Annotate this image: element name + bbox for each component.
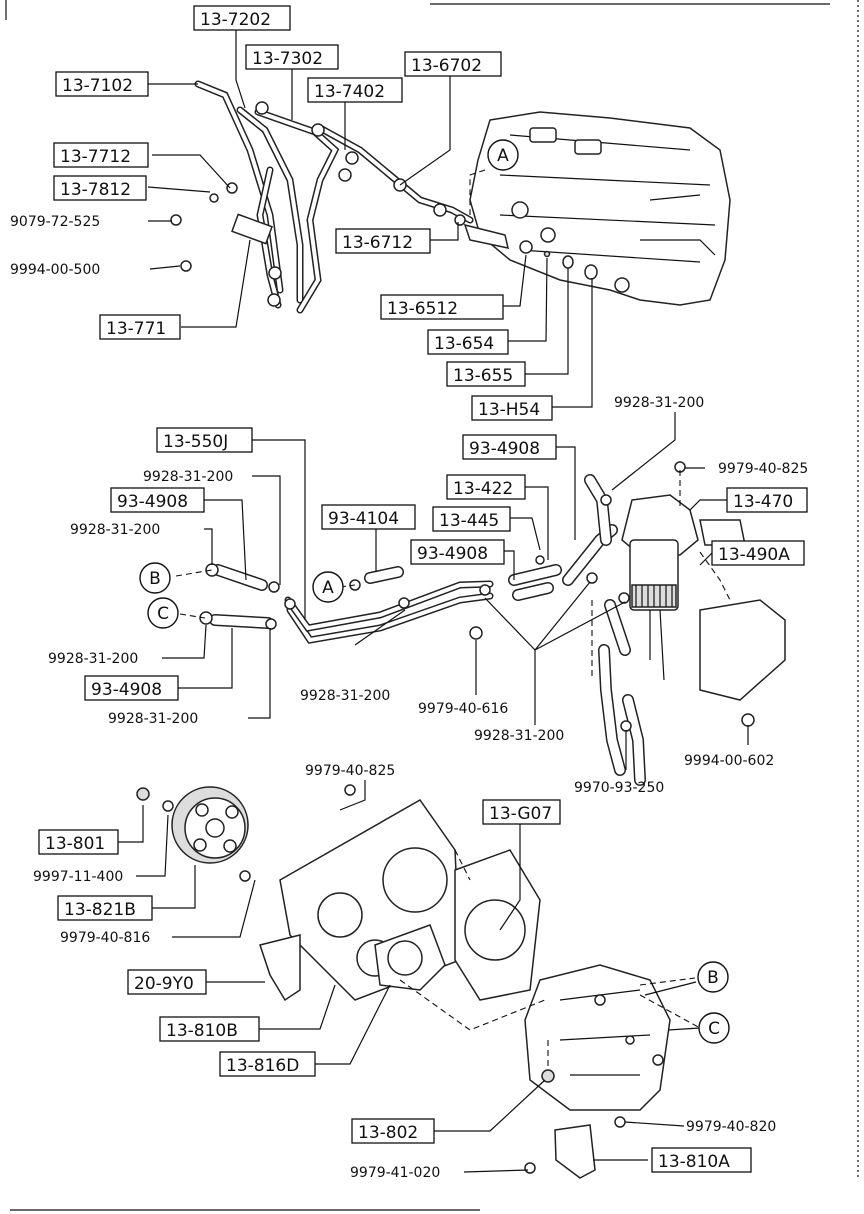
callout-label: 9979-40-825: [718, 461, 808, 477]
callout-label: 9994-00-602: [684, 753, 774, 769]
callout-label: 9994-00-500: [10, 262, 100, 278]
fuel-hoses: [199, 474, 646, 786]
callout-label: 9928-31-200: [70, 522, 160, 538]
callout-label: 93-4104: [328, 509, 399, 529]
callout-label: 13-470: [733, 492, 793, 512]
callout-label: 93-4908: [117, 492, 188, 512]
callout-label: 13-445: [439, 511, 499, 531]
callout-label: 13-810B: [166, 1021, 238, 1041]
callout-label: 13-816D: [226, 1056, 299, 1076]
callout-label: 9979-40-825: [305, 763, 395, 779]
callout-label: 9928-31-200: [300, 688, 390, 704]
callout-label: 13-771: [106, 319, 166, 339]
callout-label: 20-9Y0: [134, 974, 194, 994]
callout-label: 13-7202: [200, 10, 271, 30]
callout-label: 9979-40-816: [60, 930, 150, 946]
reference-markers: A B C A B C: [139, 139, 730, 1044]
ref-marker: B: [149, 569, 161, 589]
callout-label: 13-6712: [342, 233, 413, 253]
callout-label: 13-6512: [387, 299, 458, 319]
timing-gear-assembly: [136, 786, 249, 864]
callout-label: 13-7302: [252, 49, 323, 69]
callout-label: 13-7102: [62, 76, 133, 96]
callout-label: 13-802: [358, 1123, 418, 1143]
callout-label: 9928-31-200: [474, 728, 564, 744]
callout-label: 9928-31-200: [614, 395, 704, 411]
callout-label: 93-4908: [469, 439, 540, 459]
cylinder-head-illustration: [469, 111, 731, 306]
ref-marker: C: [708, 1019, 720, 1039]
callout-labels: 13-7202 13-7302 13-6702 13-7102 13-7402 …: [10, 5, 808, 1181]
callout-label: 13-801: [45, 834, 105, 854]
callout-label: 13-550J: [163, 432, 228, 452]
callout-label: 13-7812: [60, 180, 131, 200]
callout-label: 13-H54: [478, 400, 540, 420]
callout-label: 13-821B: [64, 900, 136, 920]
callout-label: 9970-93-250: [574, 780, 664, 796]
mounting-plate: [239, 784, 541, 1002]
callout-label: 13-654: [434, 334, 494, 354]
callout-label: 13-7402: [314, 82, 385, 102]
callout-label: 13-G07: [489, 804, 552, 824]
ref-marker: C: [157, 604, 169, 624]
callout-label: 9997-11-400: [33, 869, 123, 885]
callout-label: 13-7712: [60, 147, 131, 167]
callout-label: 9979-41-020: [350, 1165, 440, 1181]
callout-label: 13-655: [453, 366, 513, 386]
callout-label: 9079-72-525: [10, 214, 100, 230]
ref-marker: A: [497, 146, 509, 166]
assembly-guide-lines: [175, 169, 731, 1070]
injection-pump: [524, 964, 671, 1179]
callout-label: 93-4908: [417, 544, 488, 564]
callout-label: 9928-31-200: [108, 711, 198, 727]
callout-label: 13-422: [453, 479, 513, 499]
callout-label: 13-490A: [718, 545, 790, 565]
callout-label: 13-810A: [658, 1152, 730, 1172]
callout-label: 9928-31-200: [143, 469, 233, 485]
callout-label: 9979-40-616: [418, 701, 508, 717]
callout-label: 13-6702: [411, 56, 482, 76]
callout-label: 9928-31-200: [48, 651, 138, 667]
ref-marker: B: [707, 968, 719, 988]
callout-label: 9979-40-820: [686, 1119, 776, 1135]
ref-marker: A: [322, 578, 334, 598]
injection-pipes: [170, 80, 598, 314]
callout-label: 93-4908: [91, 680, 162, 700]
